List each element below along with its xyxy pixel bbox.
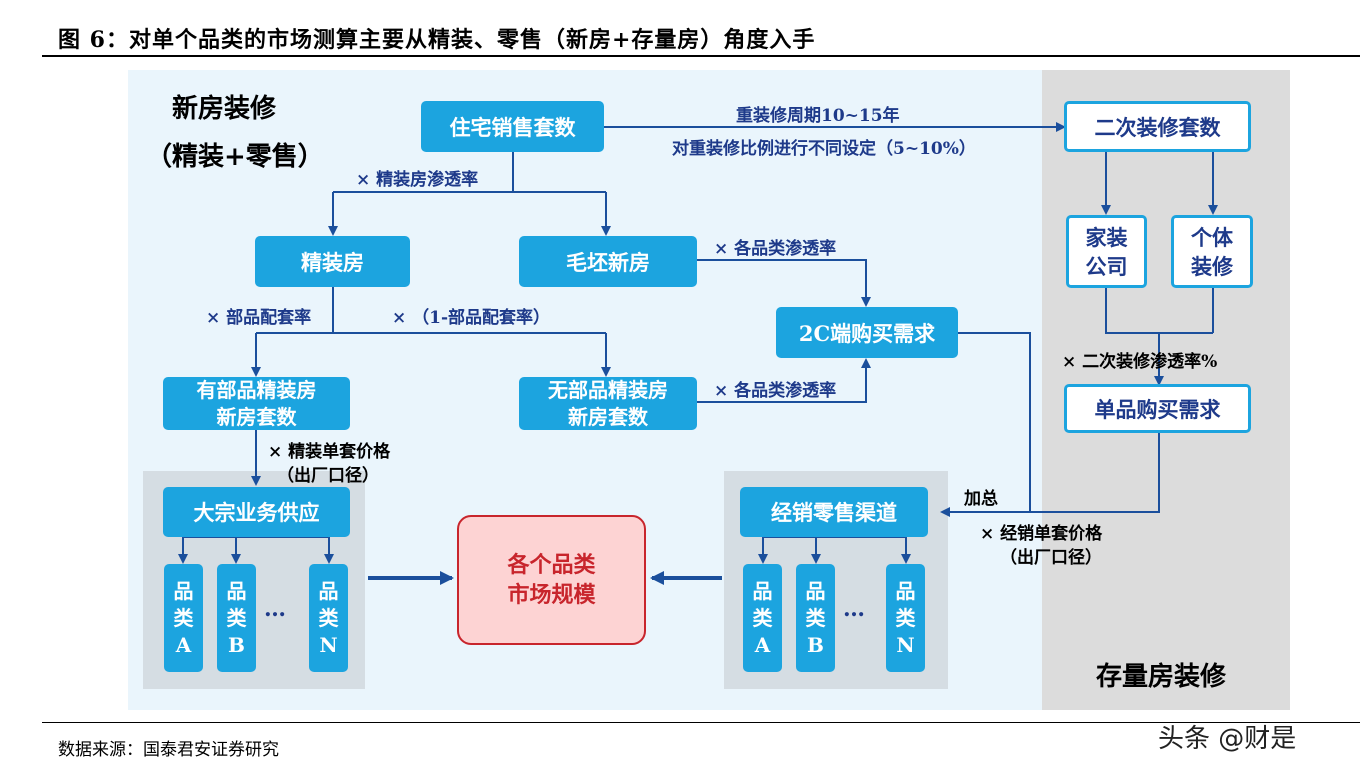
label-fine-rate: × 精装房渗透率 bbox=[356, 170, 479, 190]
label-dist-price-1: × 经销单套价格 bbox=[980, 524, 1103, 544]
new-reno-subtitle: （精装+零售） bbox=[146, 142, 324, 172]
arrow-single-to-retail bbox=[1030, 433, 1160, 513]
node-single-demand: 单品购买需求 bbox=[1064, 384, 1251, 433]
node-rough-new-house: 毛坯新房 bbox=[519, 236, 697, 287]
label-second-rate: × 二次装修渗透率% bbox=[1062, 352, 1218, 372]
cat-char: 品 bbox=[173, 578, 194, 603]
arrow-noparts-to-2c bbox=[697, 358, 871, 403]
node-no-parts: 无部品精装房 新房套数 bbox=[519, 377, 697, 430]
label-dist-price-2: （出厂口径） bbox=[1000, 548, 1102, 568]
category-left-a: 品 类 A bbox=[164, 564, 203, 672]
node-no-parts-line2: 新房套数 bbox=[568, 404, 648, 429]
cat-char: 品 bbox=[805, 578, 826, 603]
figure-title: 图 6：对单个品类的市场测算主要从精装、零售（新房+存量房）角度入手 bbox=[58, 27, 816, 53]
node-retail-channel: 经销零售渠道 bbox=[740, 487, 928, 537]
arrow-rough-to-2c bbox=[697, 259, 871, 307]
node-bulk-supply: 大宗业务供应 bbox=[163, 487, 350, 537]
cat-char: 类 bbox=[895, 605, 916, 630]
individual-line1: 个体 bbox=[1191, 224, 1233, 250]
cat-char: 类 bbox=[752, 605, 773, 630]
node-2c-demand: 2C端购买需求 bbox=[776, 307, 958, 358]
top-rule bbox=[42, 55, 1360, 57]
market-line1: 各个品类 bbox=[507, 552, 596, 578]
category-right-n: 品 类 N bbox=[886, 564, 925, 672]
cat-letter: B bbox=[228, 632, 245, 657]
category-left-n: 品 类 N bbox=[309, 564, 348, 672]
cat-char: 类 bbox=[226, 605, 247, 630]
category-left-b: 品 类 B bbox=[217, 564, 256, 672]
cat-char: 品 bbox=[226, 578, 247, 603]
cat-char: 类 bbox=[318, 605, 339, 630]
company-line1: 家装 bbox=[1085, 224, 1128, 250]
cat-letter: A bbox=[175, 632, 192, 657]
node-with-parts: 有部品精装房 新房套数 bbox=[163, 377, 350, 430]
cat-char: 类 bbox=[173, 605, 194, 630]
label-reno-cycle: 重装修周期10~15年 bbox=[736, 106, 900, 126]
bottom-rule bbox=[42, 722, 1360, 723]
node-housing-sales: 住宅销售套数 bbox=[421, 101, 604, 152]
label-one-minus-parts: × （1-部品配套率） bbox=[392, 308, 551, 328]
category-right-b: 品 类 B bbox=[796, 564, 835, 672]
node-no-parts-line1: 无部品精装房 bbox=[548, 377, 668, 402]
label-reno-ratio: 对重装修比例进行不同设定（5~10%） bbox=[672, 139, 976, 159]
node-fine-decorated: 精装房 bbox=[255, 236, 410, 287]
ellipsis-left: … bbox=[264, 596, 286, 622]
individual-line2: 装修 bbox=[1191, 253, 1233, 279]
label-category-rate-2: × 各品类渗透率 bbox=[714, 381, 837, 401]
watermark: 头条 @财是 bbox=[1158, 724, 1297, 754]
label-fine-price-1: × 精装单套价格 bbox=[268, 442, 391, 462]
category-right-a: 品 类 A bbox=[743, 564, 782, 672]
node-individual-decor: 个体 装修 bbox=[1171, 215, 1253, 288]
label-fine-price-2: （出厂口径） bbox=[277, 466, 379, 486]
cat-char: 品 bbox=[895, 578, 916, 603]
company-line2: 公司 bbox=[1085, 253, 1128, 279]
node-with-parts-line1: 有部品精装房 bbox=[196, 377, 317, 402]
new-reno-title: 新房装修 bbox=[172, 94, 277, 124]
cat-letter: A bbox=[754, 632, 771, 657]
cat-letter: N bbox=[896, 632, 915, 657]
ellipsis-right: … bbox=[843, 596, 865, 622]
label-parts-rate: × 部品配套率 bbox=[206, 308, 312, 328]
arrow-2c-to-retail bbox=[940, 332, 1031, 517]
cat-letter: N bbox=[319, 632, 338, 657]
label-category-rate-1: × 各品类渗透率 bbox=[714, 239, 837, 259]
stock-reno-title: 存量房装修 bbox=[1096, 662, 1227, 692]
source-note: 数据来源：国泰君安证券研究 bbox=[58, 740, 279, 760]
node-decor-company: 家装 公司 bbox=[1066, 215, 1147, 288]
node-category-market: 各个品类 市场规模 bbox=[457, 515, 646, 645]
node-second-renovation: 二次装修套数 bbox=[1064, 101, 1251, 152]
arrow-company-down bbox=[1105, 288, 1213, 334]
label-sum: 加总 bbox=[964, 489, 998, 509]
cat-char: 类 bbox=[805, 605, 826, 630]
cat-letter: B bbox=[807, 632, 824, 657]
cat-char: 品 bbox=[752, 578, 773, 603]
node-with-parts-line2: 新房套数 bbox=[216, 404, 297, 429]
cat-char: 品 bbox=[318, 578, 339, 603]
market-line2: 市场规模 bbox=[507, 582, 596, 608]
